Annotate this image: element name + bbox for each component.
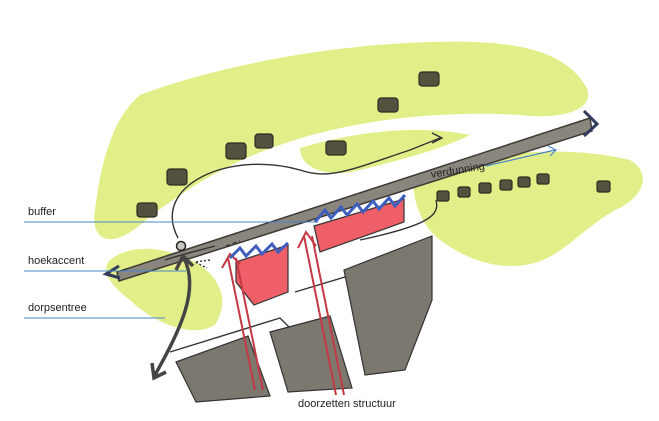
label-doorzetten-structuur: doorzetten structuur bbox=[298, 398, 396, 410]
thinning-arrow bbox=[485, 145, 558, 167]
leader-lines bbox=[24, 221, 318, 319]
main-road bbox=[102, 109, 600, 282]
label-dorpsentree: dorpsentree bbox=[28, 302, 87, 314]
entrance-arrow bbox=[150, 253, 195, 381]
red-volumes bbox=[235, 198, 405, 306]
structure-arrows bbox=[221, 230, 345, 396]
label-buffer: buffer bbox=[28, 206, 56, 218]
corner-accent-circle bbox=[175, 240, 187, 252]
label-hoekaccent: hoekaccent bbox=[28, 255, 85, 267]
trees bbox=[136, 71, 611, 218]
zigzag-edges bbox=[228, 193, 407, 260]
